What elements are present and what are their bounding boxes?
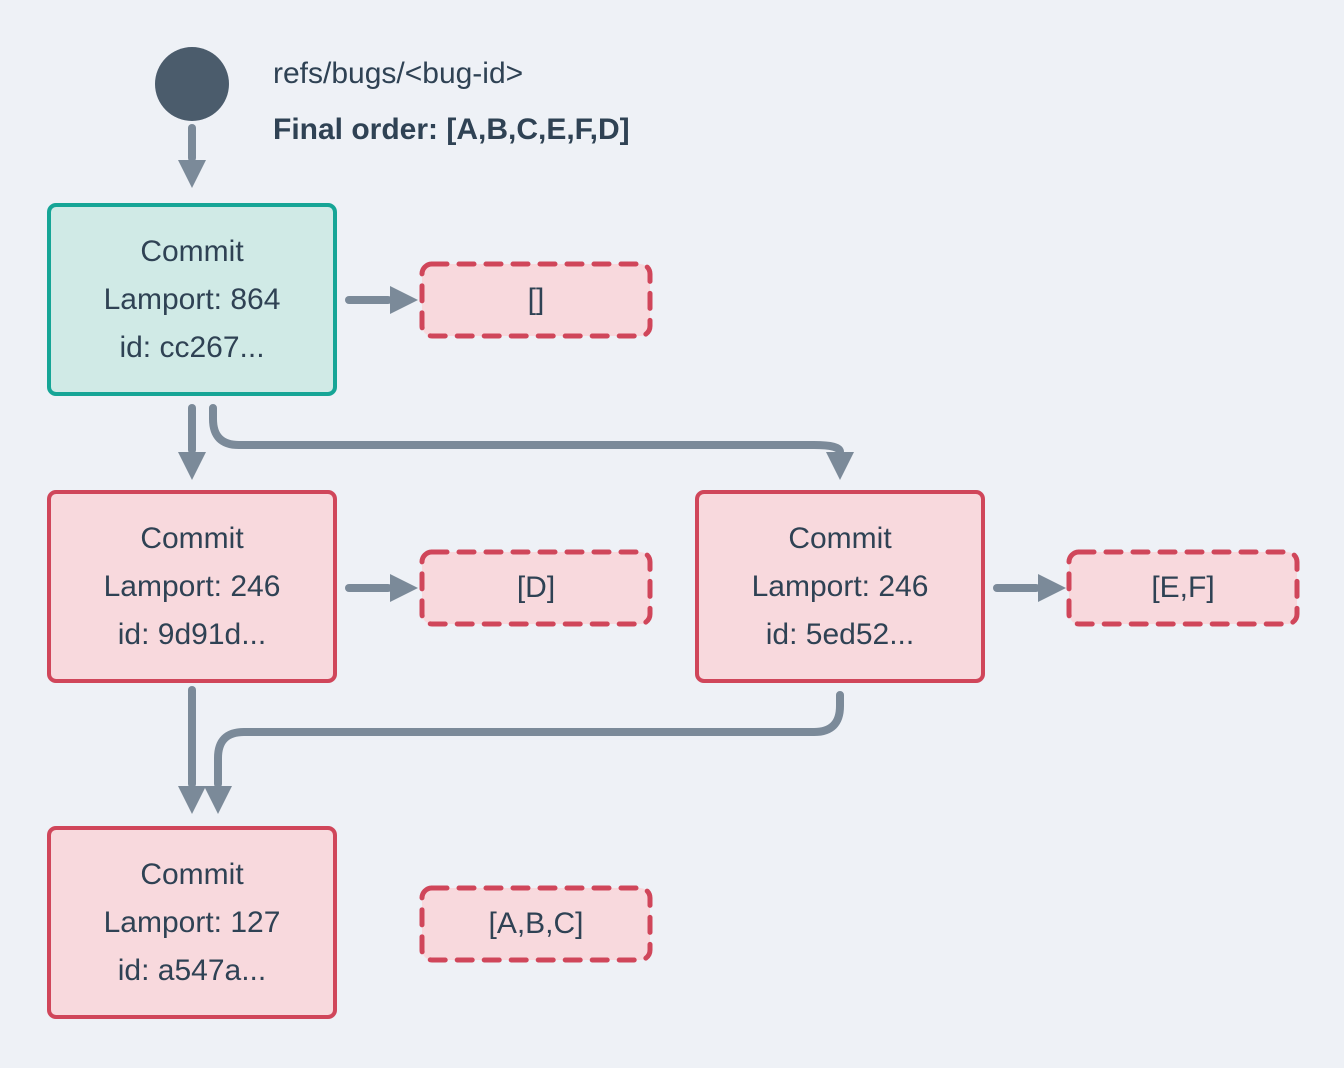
commit-title: Commit: [788, 521, 892, 555]
edge-right-to-bottom: [214, 691, 844, 788]
arrowhead-left-to-ops-icon: [390, 574, 418, 602]
ops-label-bottom: [A,B,C]: [488, 907, 584, 940]
arrowhead-right-to-bottom-icon: [204, 786, 232, 814]
arrowhead-head-to-right-icon: [826, 452, 854, 480]
arrowhead-head-to-left-icon: [178, 452, 206, 480]
commit-lamport: Lamport: 127: [103, 905, 281, 939]
branch-ref-name: refs/bugs/<bug-id>: [273, 57, 524, 90]
commit-id: id: cc267...: [119, 330, 265, 364]
commit-id: id: a547a...: [117, 953, 267, 987]
commit-lamport: Lamport: 864: [103, 282, 281, 316]
commit-id: id: 5ed52...: [765, 617, 915, 651]
ops-box-head: [419, 261, 653, 339]
ops-label-left: [D]: [516, 571, 556, 604]
commit-node-right: Commit Lamport: 246 id: 5ed52...: [695, 490, 985, 683]
ops-box-right: [1066, 549, 1300, 627]
commit-title: Commit: [140, 234, 244, 268]
commit-id: id: 9d91d...: [117, 617, 267, 651]
commit-lamport: Lamport: 246: [103, 569, 281, 603]
final-order-label: Final order: [A,B,C,E,F,D]: [273, 113, 630, 146]
ops-label-right: [E,F]: [1151, 571, 1215, 604]
commit-title: Commit: [140, 521, 244, 555]
arrowhead-head-to-ops-icon: [390, 286, 418, 314]
commit-lamport: Lamport: 246: [751, 569, 929, 603]
arrowhead-right-to-ops-icon: [1038, 574, 1066, 602]
arrowhead-left-to-bottom-icon: [178, 786, 206, 814]
commit-node-bottom: Commit Lamport: 127 id: a547a...: [47, 826, 337, 1019]
commit-node-head: Commit Lamport: 864 id: cc267...: [47, 203, 337, 396]
ops-label-head: []: [527, 283, 545, 316]
ops-box-left: [419, 549, 653, 627]
ops-box-bottom: [419, 885, 653, 963]
edge-head-to-right: [209, 404, 844, 456]
commit-node-left: Commit Lamport: 246 id: 9d91d...: [47, 490, 337, 683]
branch-ref-dot-icon: [155, 47, 229, 121]
commit-title: Commit: [140, 857, 244, 891]
arrowhead-ref-to-head-icon: [178, 160, 206, 188]
